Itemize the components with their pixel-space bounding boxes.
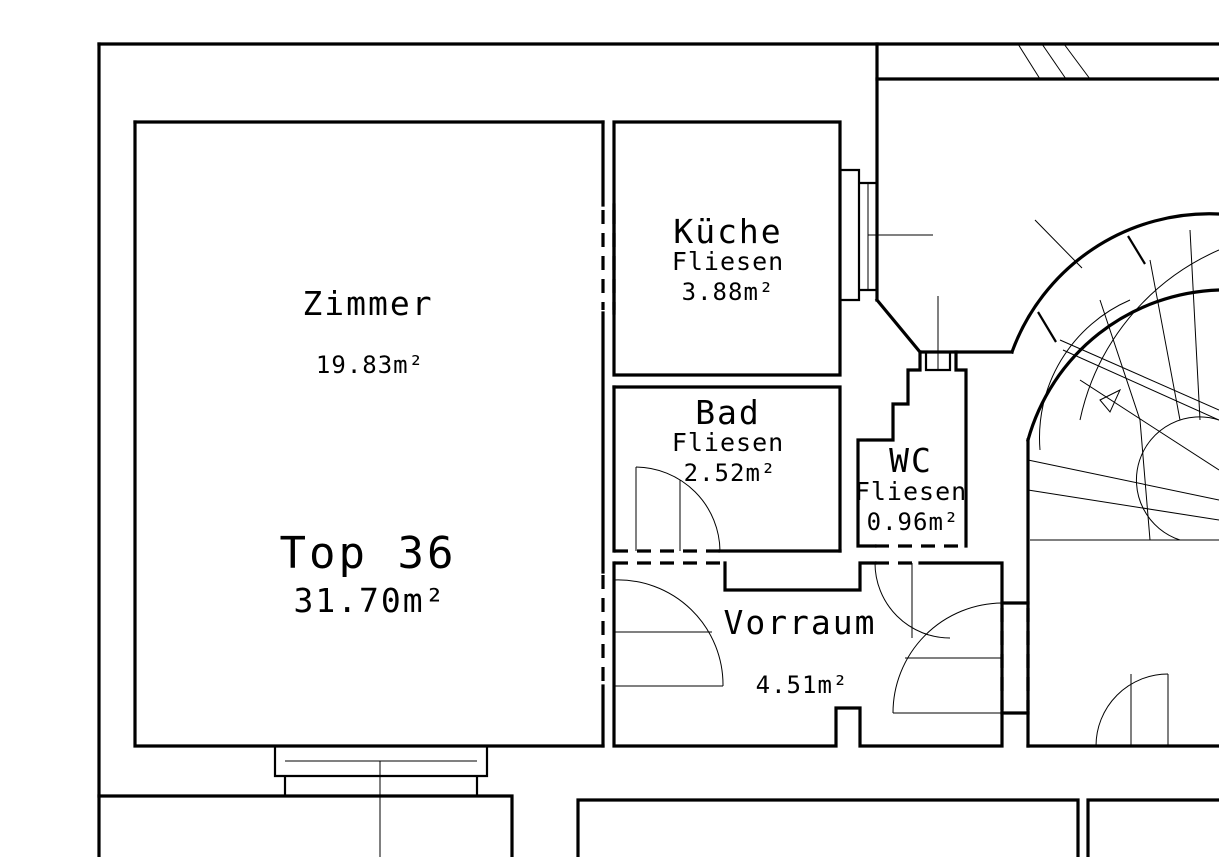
vorraum-name: Vorraum bbox=[723, 603, 876, 642]
zimmer-name: Zimmer bbox=[302, 284, 433, 323]
bad-name: Bad bbox=[695, 393, 761, 432]
kueche-walls bbox=[612, 120, 933, 377]
wc-floor: Fliesen bbox=[855, 477, 967, 506]
wc-area: 0.96m² bbox=[867, 508, 960, 536]
bad-floor: Fliesen bbox=[672, 428, 784, 457]
vorraum-walls bbox=[612, 561, 1030, 748]
kueche-name: Küche bbox=[673, 212, 782, 251]
bad-walls bbox=[612, 385, 842, 565]
wc-name: WC bbox=[889, 441, 933, 480]
wc-walls bbox=[856, 296, 1014, 639]
kueche-floor: Fliesen bbox=[672, 247, 784, 276]
bad-area: 2.52m² bbox=[684, 459, 777, 487]
unit-title: Top 36 bbox=[280, 528, 457, 579]
vorraum-area: 4.51m² bbox=[756, 671, 849, 699]
staircase bbox=[1009, 43, 1219, 748]
outer-wall bbox=[97, 42, 1219, 857]
zimmer-area: 19.83m² bbox=[316, 351, 424, 379]
kueche-area: 3.88m² bbox=[682, 278, 775, 306]
zimmer-walls bbox=[133, 120, 605, 857]
unit-area: 31.70m² bbox=[293, 581, 446, 620]
